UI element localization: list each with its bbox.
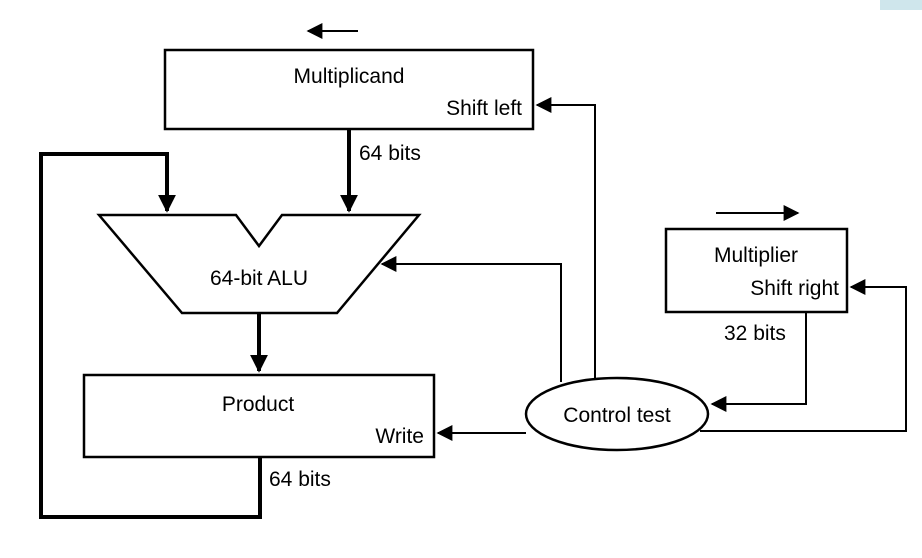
product-box	[82, 373, 436, 459]
control-test-label: Control test	[563, 404, 671, 427]
control-to-alu-arrow	[380, 256, 562, 382]
alu: 64-bit ALU	[96, 213, 422, 315]
multiplier-label: Multiplier	[714, 244, 798, 267]
control-to-multiplicand-arrow	[535, 97, 596, 378]
multiplicand-width-label: 64 bits	[359, 142, 421, 165]
multiplier-register: Multiplier Shift right	[664, 227, 849, 314]
product-feedback-path	[39, 152, 262, 519]
multiplier-op-label: Shift right	[750, 277, 839, 300]
control-to-multiplier-arrow	[700, 279, 907, 432]
multiplicand-op-label: Shift left	[446, 97, 522, 120]
control-test-ellipse	[524, 376, 710, 452]
multiplier-box	[664, 227, 849, 314]
corner-accent	[880, 0, 922, 10]
control-test: Control test	[524, 376, 710, 452]
multiplier-to-control-arrow	[710, 313, 807, 412]
multiplier-width-label: 32 bits	[724, 322, 786, 345]
product-register: Product Write	[82, 373, 436, 459]
product-label: Product	[222, 393, 295, 416]
product-width-label: 64 bits	[269, 468, 331, 491]
multiplicand-box	[163, 48, 535, 131]
alu-label: 64-bit ALU	[210, 267, 308, 290]
alu-shape	[96, 213, 422, 315]
product-op-label: Write	[375, 425, 424, 448]
multiplicand-label: Multiplicand	[294, 65, 405, 88]
multiplicand-register: Multiplicand Shift left	[163, 48, 535, 131]
